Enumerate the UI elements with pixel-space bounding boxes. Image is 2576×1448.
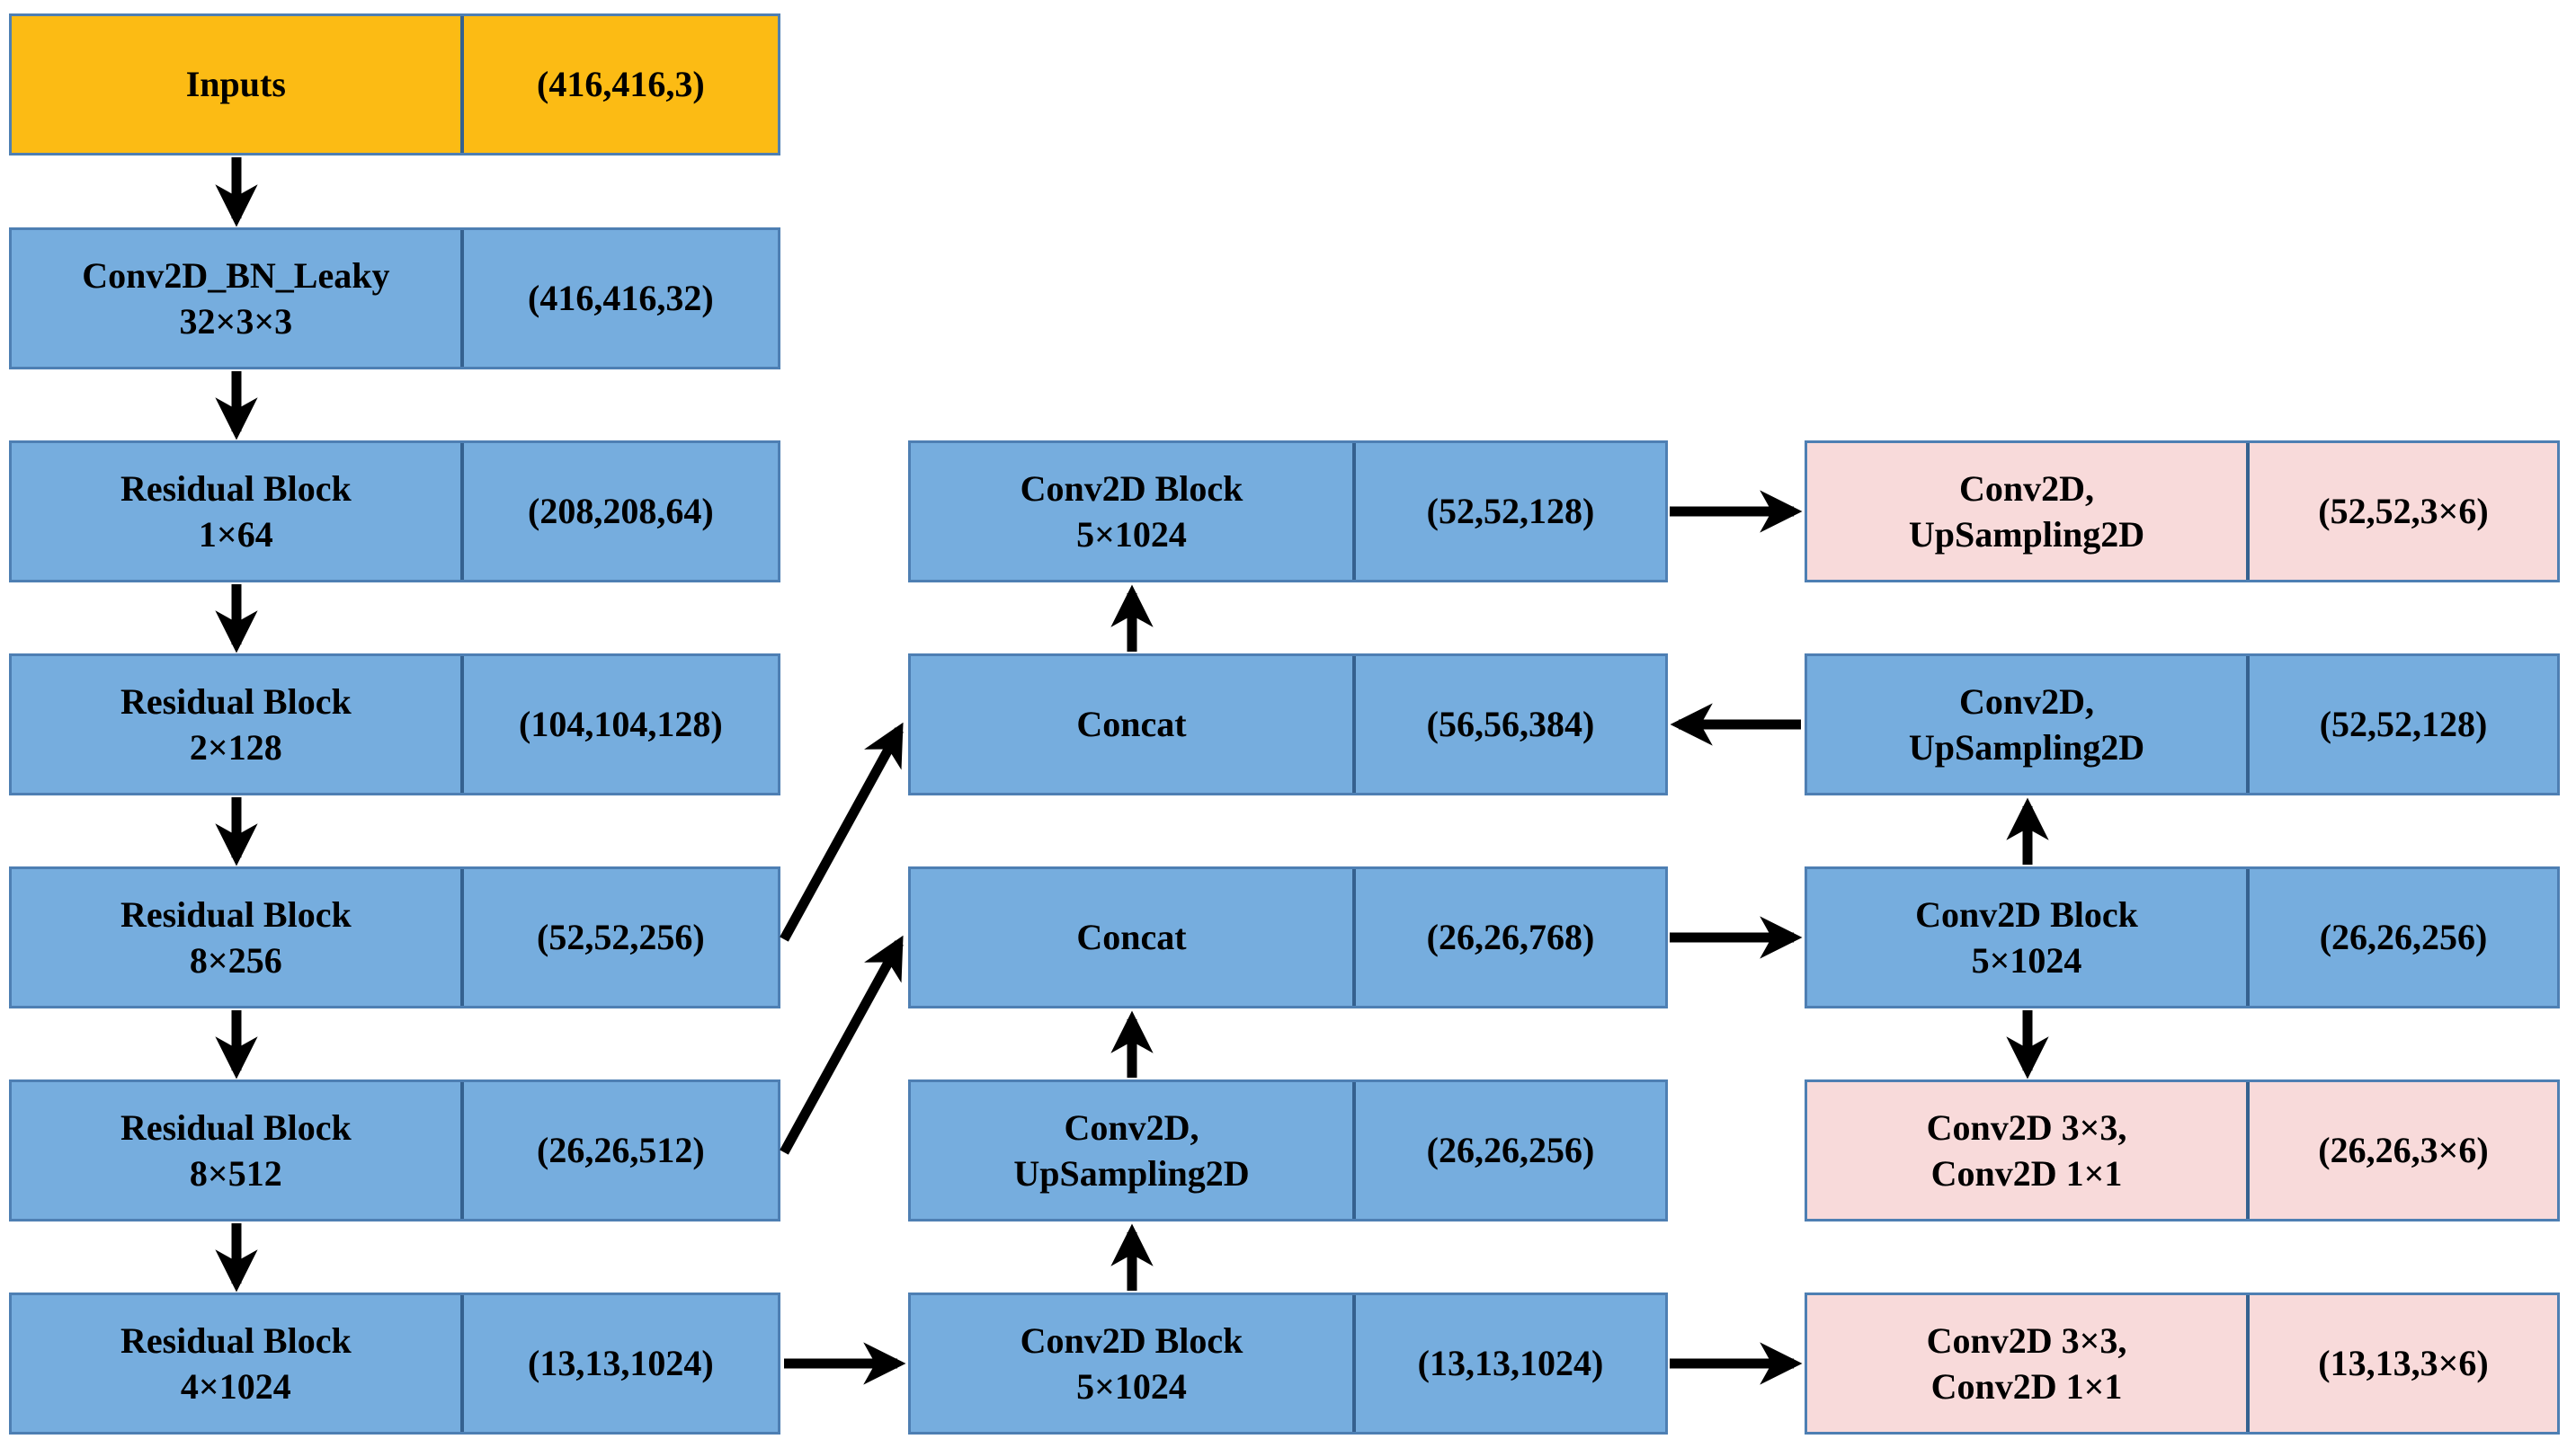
block-conv2d-block-13: Conv2D Block 5×1024 (13,13,1024) bbox=[908, 1293, 1668, 1435]
layer-label: Conv2D, UpSampling2D bbox=[1807, 443, 2251, 580]
output-shape: (416,416,3) bbox=[537, 64, 705, 105]
layer-label: Concat bbox=[911, 869, 1356, 1006]
output-shape: (56,56,384) bbox=[1426, 704, 1595, 745]
output-shape: (52,52,256) bbox=[537, 917, 705, 958]
layer-label: Conv2D Block 5×1024 bbox=[1807, 869, 2251, 1006]
output-shape: (208,208,64) bbox=[528, 491, 714, 532]
output-shape: (13,13,3×6) bbox=[2318, 1343, 2489, 1384]
output-shape: (26,26,256) bbox=[1426, 1130, 1595, 1171]
layer-label: Residual Block 4×1024 bbox=[12, 1295, 464, 1432]
head-conv2d-3x3-1x1-26: Conv2D 3×3, Conv2D 1×1 (26,26,3×6) bbox=[1805, 1079, 2560, 1221]
layer-label: Conv2D 3×3, Conv2D 1×1 bbox=[1807, 1295, 2251, 1432]
output-shape: (13,13,1024) bbox=[528, 1343, 714, 1384]
block-conv2d-block-26: Conv2D Block 5×1024 (26,26,256) bbox=[1805, 866, 2560, 1008]
block-conv2d-upsampling-26: Conv2D, UpSampling2D (26,26,256) bbox=[908, 1079, 1668, 1221]
layer-label: Conv2D, UpSampling2D bbox=[1807, 656, 2251, 793]
block-residual-2x128: Residual Block 2×128 (104,104,128) bbox=[9, 653, 780, 795]
arrow-residual-8x512-to-concat-26 bbox=[780, 935, 904, 1155]
block-residual-4x1024: Residual Block 4×1024 (13,13,1024) bbox=[9, 1293, 780, 1435]
block-residual-1x64: Residual Block 1×64 (208,208,64) bbox=[9, 440, 780, 582]
block-conv2d-upsampling-52: Conv2D, UpSampling2D (52,52,128) bbox=[1805, 653, 2560, 795]
output-shape: (26,26,768) bbox=[1426, 917, 1595, 958]
layer-label: Inputs bbox=[12, 16, 464, 153]
block-inputs: Inputs (416,416,3) bbox=[9, 13, 780, 155]
output-shape: (26,26,512) bbox=[537, 1130, 705, 1171]
layer-label: Conv2D Block 5×1024 bbox=[911, 443, 1356, 580]
output-shape: (52,52,3×6) bbox=[2318, 491, 2489, 532]
layer-label: Residual Block 8×512 bbox=[12, 1082, 464, 1219]
layer-label: Conv2D, UpSampling2D bbox=[911, 1082, 1356, 1219]
output-shape: (13,13,1024) bbox=[1417, 1343, 1604, 1384]
output-shape: (416,416,32) bbox=[528, 278, 714, 319]
block-residual-8x512: Residual Block 8×512 (26,26,512) bbox=[9, 1079, 780, 1221]
output-shape: (26,26,256) bbox=[2319, 917, 2488, 958]
head-conv2d-3x3-1x1-13: Conv2D 3×3, Conv2D 1×1 (13,13,3×6) bbox=[1805, 1293, 2560, 1435]
block-concat-56: Concat (56,56,384) bbox=[908, 653, 1668, 795]
layer-label: Residual Block 2×128 bbox=[12, 656, 464, 793]
layer-label: Residual Block 1×64 bbox=[12, 443, 464, 580]
block-conv2d-block-52: Conv2D Block 5×1024 (52,52,128) bbox=[908, 440, 1668, 582]
layer-label: Residual Block 8×256 bbox=[12, 869, 464, 1006]
output-shape: (104,104,128) bbox=[519, 704, 723, 745]
output-shape: (52,52,128) bbox=[2319, 704, 2488, 745]
layer-label: Conv2D 3×3, Conv2D 1×1 bbox=[1807, 1082, 2251, 1219]
layer-label: Concat bbox=[911, 656, 1356, 793]
layer-label: Conv2D Block 5×1024 bbox=[911, 1295, 1356, 1432]
block-residual-8x256: Residual Block 8×256 (52,52,256) bbox=[9, 866, 780, 1008]
output-shape: (26,26,3×6) bbox=[2318, 1130, 2489, 1171]
block-concat-26: Concat (26,26,768) bbox=[908, 866, 1668, 1008]
block-conv2d-bn-leaky: Conv2D_BN_Leaky 32×3×3 (416,416,32) bbox=[9, 227, 780, 369]
output-shape: (52,52,128) bbox=[1426, 491, 1595, 532]
head-conv2d-upsampling-52: Conv2D, UpSampling2D (52,52,3×6) bbox=[1805, 440, 2560, 582]
arrow-residual-8x256-to-concat-56 bbox=[780, 722, 904, 942]
layer-label: Conv2D_BN_Leaky 32×3×3 bbox=[12, 230, 464, 367]
